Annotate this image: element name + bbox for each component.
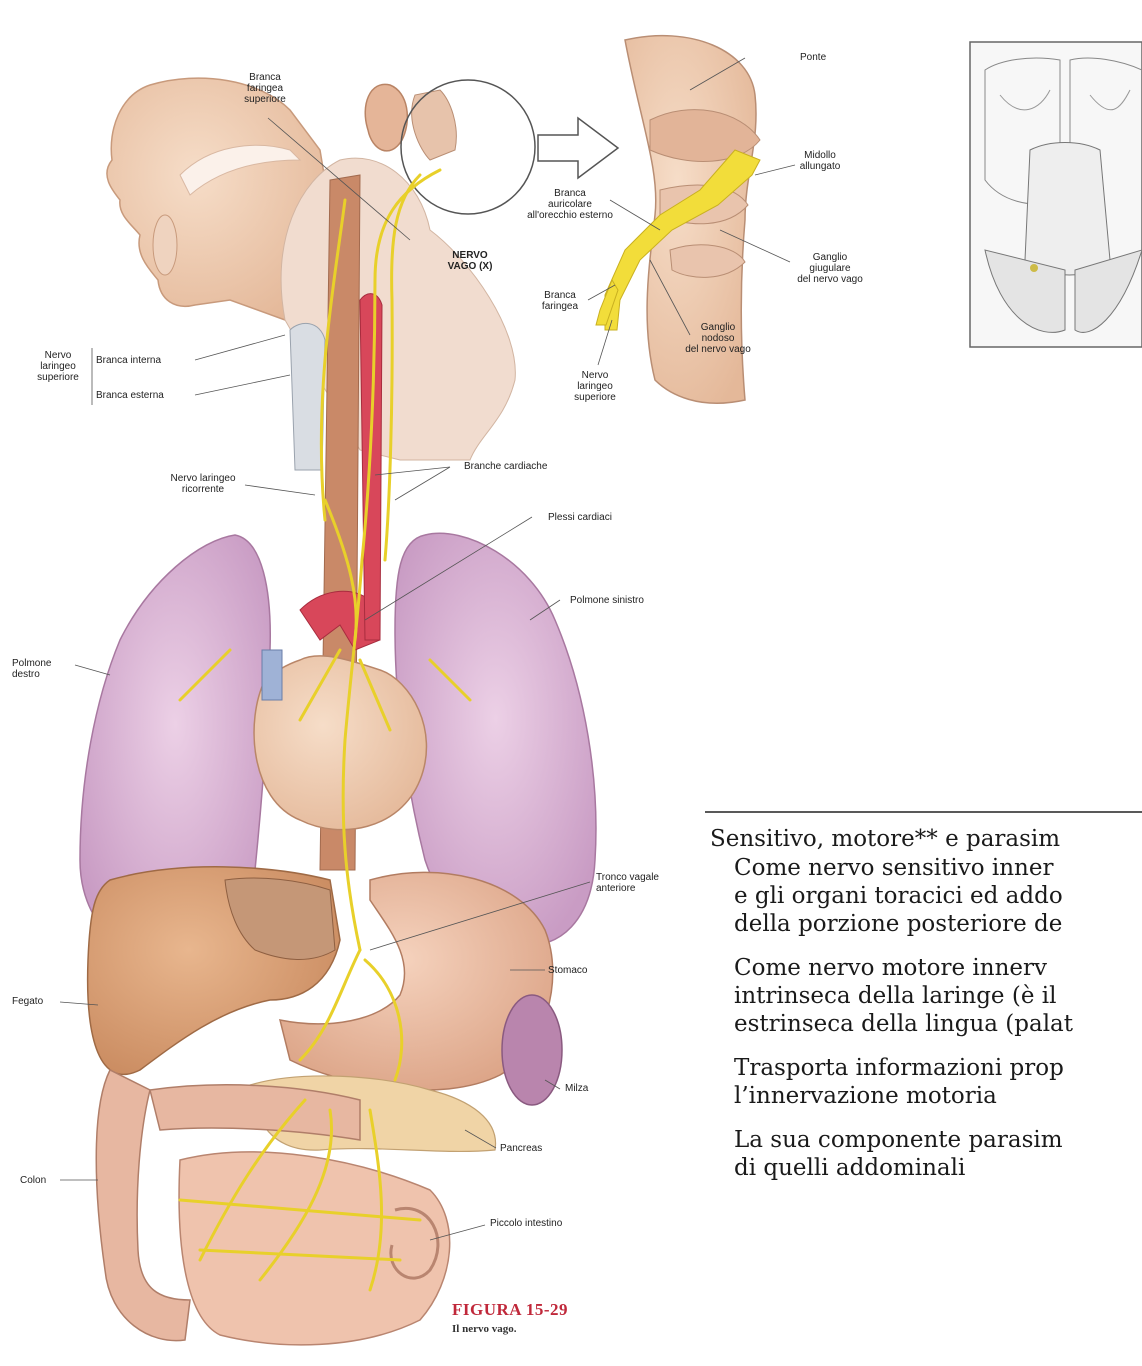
text-line: di quelli addominali (734, 1154, 1142, 1182)
label-milza: Milza (565, 1083, 615, 1094)
label-polmone-destro: Polmone destro (12, 658, 72, 680)
text-paragraph-sensory: Come nervo sensitivo inner e gli organi … (710, 854, 1142, 938)
label-nervo-laringeo-ricorrente: Nervo laringeo ricorrente (158, 473, 248, 495)
label-nervo-vago: NERVO VAGO (X) (430, 250, 510, 272)
label-branca-auricolare: Branca auricolare all'orecchio esterno (510, 188, 630, 221)
label-ganglio-nodoso: Ganglio nodoso del nervo vago (668, 322, 768, 355)
text-line: estrinseca della lingua (palat (734, 1010, 1142, 1038)
text-line: Come nervo motore innerv (734, 954, 1142, 982)
text-line: e gli organi toracici ed addo (734, 882, 1142, 910)
figure-caption-subtitle: Il nervo vago. (452, 1323, 516, 1335)
label-polmone-sinistro: Polmone sinistro (570, 595, 680, 606)
label-branca-faringea-superiore: Branca faringea superiore (225, 72, 305, 105)
text-line: intrinseca della laringe (è il (734, 982, 1142, 1010)
label-plessi-cardiaci: Plessi cardiaci (548, 512, 648, 523)
label-pancreas: Pancreas (500, 1143, 570, 1154)
spleen (502, 995, 562, 1105)
text-heading: Sensitivo, motore** e parasim (710, 825, 1142, 853)
label-piccolo-intestino: Piccolo intestino (490, 1218, 590, 1229)
label-branca-esterna: Branca esterna (96, 390, 196, 401)
text-paragraph-parasympathetic: La sua componente parasim di quelli addo… (710, 1126, 1142, 1182)
brain-thumbnail (970, 42, 1142, 347)
text-line: La sua componente parasim (734, 1126, 1142, 1154)
label-nervo-laringeo-superiore: Nervo laringeo superiore (28, 350, 88, 383)
figure-caption-number: FIGURA 15-29 (452, 1300, 568, 1320)
small-intestine (179, 1152, 450, 1345)
label-branca-faringea: Branca faringea (530, 290, 590, 312)
label-stomaco: Stomaco (548, 965, 608, 976)
label-branche-cardiache: Branche cardiache (464, 461, 584, 472)
label-ponte: Ponte (800, 52, 860, 63)
description-text: Sensitivo, motore** e parasim Come nervo… (710, 825, 1142, 1198)
text-paragraph-proprioceptive: Trasporta informazioni prop l’innervazio… (710, 1054, 1142, 1110)
text-line: Trasporta informazioni prop (734, 1054, 1142, 1082)
text-line: l’innervazione motoria (734, 1082, 1142, 1110)
label-fegato: Fegato (12, 996, 62, 1007)
label-colon: Colon (20, 1175, 70, 1186)
arrow-shape (538, 118, 618, 178)
label-midollo-allungato: Midollo allungato (790, 150, 850, 172)
label-ganglio-giugulare: Ganglio giugulare del nervo vago (775, 252, 885, 285)
text-paragraph-motor: Come nervo motore innerv intrinseca dell… (710, 954, 1142, 1038)
label-branca-interna: Branca interna (96, 355, 196, 366)
text-line: Come nervo sensitivo inner (734, 854, 1142, 882)
label-tronco-vagale-anteriore: Tronco vagale anteriore (596, 872, 686, 894)
label-nervo-laringeo-superiore-inset: Nervo laringeo superiore (565, 370, 625, 403)
text-line: della porzione posteriore de (734, 910, 1142, 938)
